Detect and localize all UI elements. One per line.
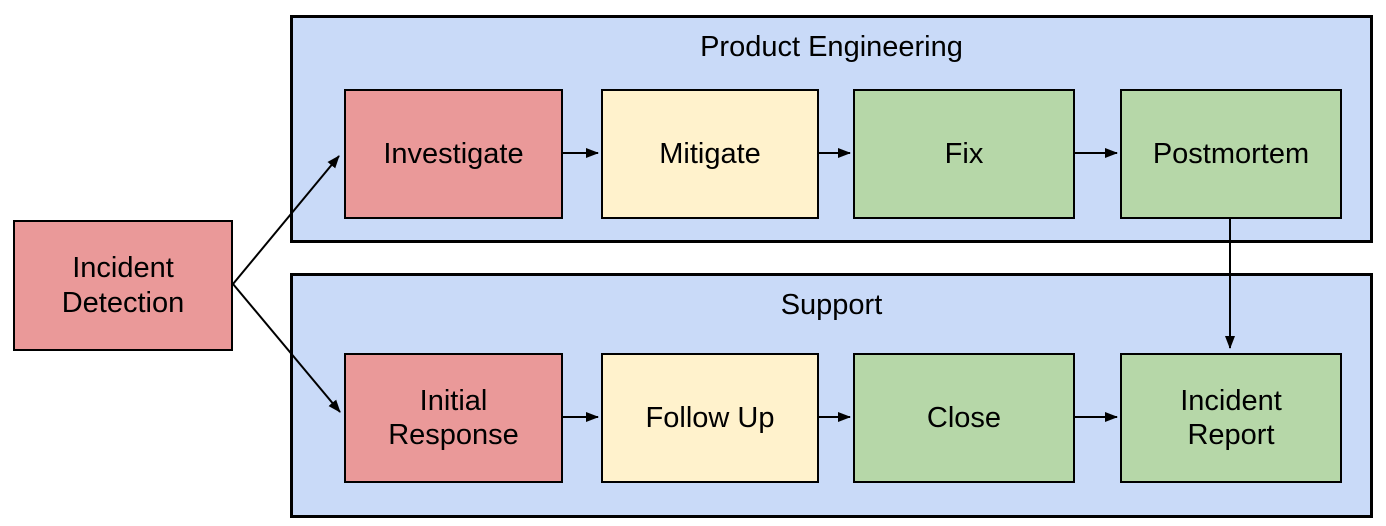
node-label: Mitigate (659, 137, 761, 170)
node-incident-report[interactable]: Incident Report (1120, 353, 1342, 483)
lane-support[interactable]: Support Initial Response Follow Up Close… (290, 273, 1373, 518)
node-label: Postmortem (1152, 137, 1310, 170)
node-label: Incident Report (1180, 384, 1282, 451)
node-fix[interactable]: Fix (853, 89, 1075, 219)
node-label: Follow Up (645, 401, 775, 434)
node-label: Fix (944, 137, 984, 170)
node-label: Incident Detection (61, 252, 185, 319)
node-follow-up[interactable]: Follow Up (601, 353, 819, 483)
node-investigate[interactable]: Investigate (344, 89, 563, 219)
node-close[interactable]: Close (853, 353, 1075, 483)
lane-title: Support (780, 289, 883, 321)
node-label: Investigate (383, 137, 524, 170)
node-mitigate[interactable]: Mitigate (601, 89, 819, 219)
node-incident-detection[interactable]: Incident Detection (13, 220, 233, 351)
node-label: Close (926, 401, 1002, 434)
lane-title: Product Engineering (700, 31, 963, 63)
node-postmortem[interactable]: Postmortem (1120, 89, 1342, 219)
node-label: Initial Response (388, 384, 519, 451)
lane-product-engineering[interactable]: Product Engineering Investigate Mitigate… (290, 15, 1373, 243)
node-initial-response[interactable]: Initial Response (344, 353, 563, 483)
